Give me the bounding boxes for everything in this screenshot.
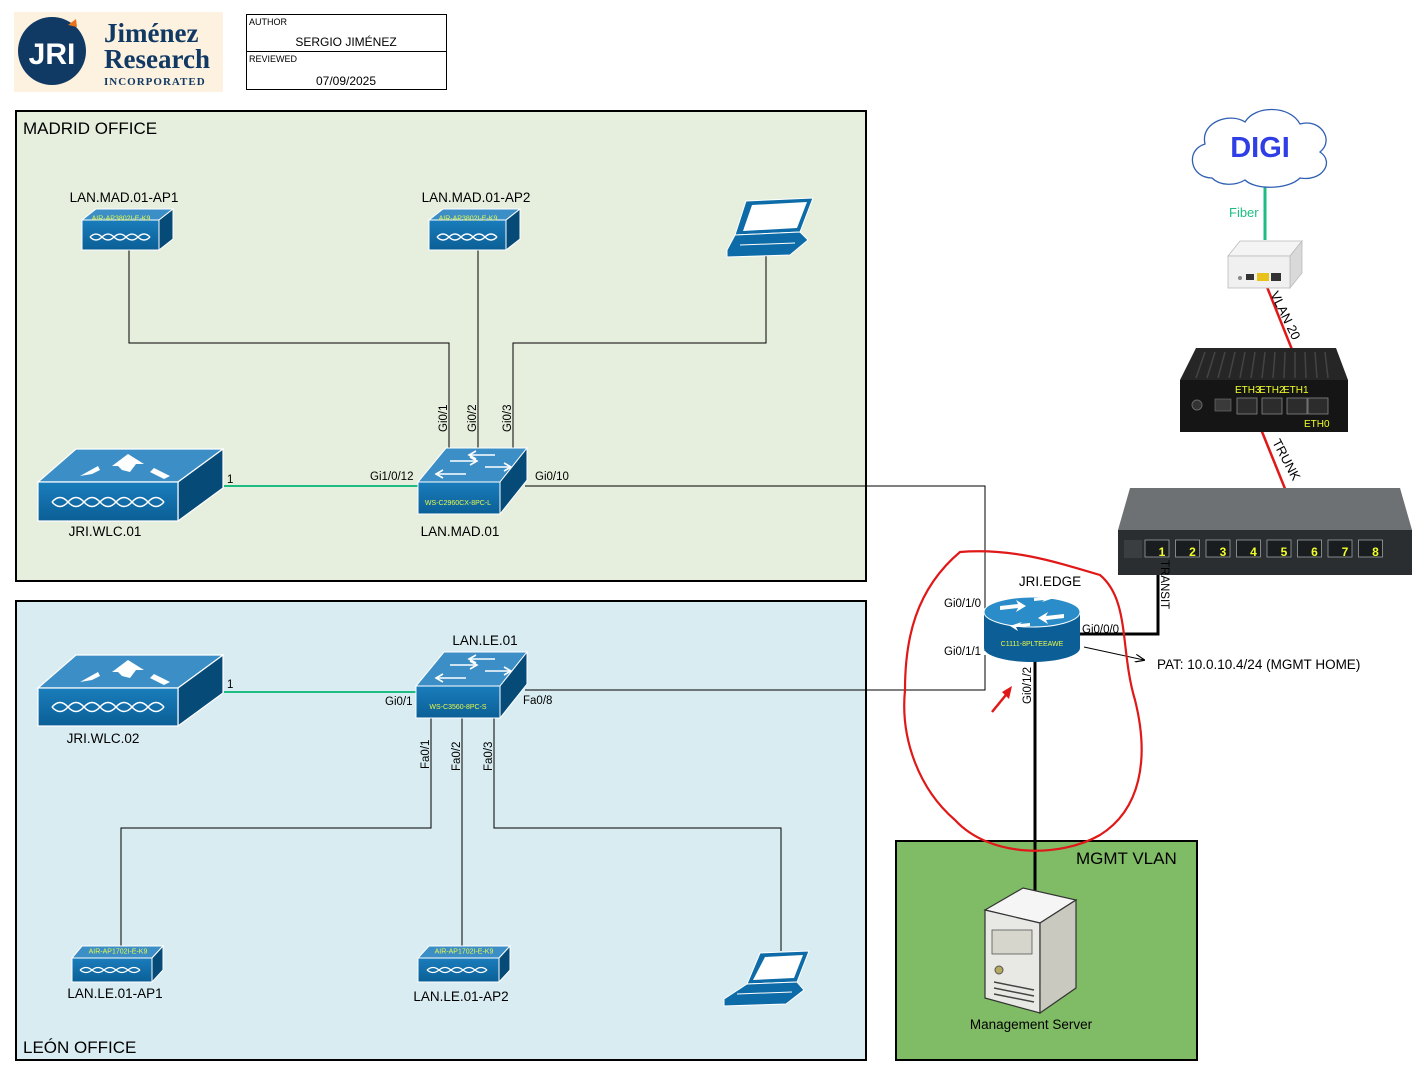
switch-lan-mad-01: WS-C2960CX-8PC-L xyxy=(416,446,529,516)
leon-office-title: LEÓN OFFICE xyxy=(23,1038,136,1057)
switch-port-number: 2 xyxy=(1189,545,1196,559)
eth0-label: ETH0 xyxy=(1304,419,1330,430)
switch-port-3 xyxy=(1205,539,1231,558)
port-gi0-3: Gi0/3 xyxy=(502,405,514,433)
port-gi0-10: Gi0/10 xyxy=(535,471,569,483)
ap-model: AIR-AP1702I-E-K9 xyxy=(435,949,494,956)
switch-lan-le-01: WS-C3560-8PC-S xyxy=(414,650,529,720)
tplink-switch-ports: 1 2 3 4 5 6 7 8 xyxy=(1144,539,1383,559)
ap-model: AIR-AP1702I-E-K9 xyxy=(89,949,148,956)
switch-port-number: 3 xyxy=(1220,545,1227,559)
port-fa0-3: Fa0/3 xyxy=(483,742,495,771)
switch-port-2 xyxy=(1175,539,1200,558)
ap-le-01-label: LAN.LE.01-AP1 xyxy=(67,986,162,1001)
ap-mad-02-label: LAN.MAD.01-AP2 xyxy=(422,190,531,205)
logo-line3: INCORPORATED xyxy=(104,76,206,88)
red-annotation-circle xyxy=(903,550,1143,852)
wave-icon xyxy=(436,233,498,241)
switch-port-1 xyxy=(1144,539,1170,558)
switch-port-8 xyxy=(1358,539,1383,558)
isp-digi-label: DIGI xyxy=(1230,132,1290,164)
ap-le-01: AIR-AP1702I-E-K9 xyxy=(70,944,165,984)
ap-mad-01-label: LAN.MAD.01-AP1 xyxy=(70,190,179,205)
wave-icon xyxy=(51,496,165,508)
switch-port-number: 5 xyxy=(1281,545,1288,559)
port-gi0-0-0: Gi0/0/0 xyxy=(1082,624,1119,636)
fiber-label: Fiber xyxy=(1229,205,1259,220)
ap-le-02: AIR-AP1702I-E-K9 xyxy=(416,944,512,984)
port-gi0-2: Gi0/2 xyxy=(467,405,479,433)
cloud-icon xyxy=(1191,108,1328,188)
mgmt-vlan-title: MGMT VLAN xyxy=(1076,849,1177,868)
madrid-office-title: MADRID OFFICE xyxy=(23,119,157,138)
wlc-02 xyxy=(36,653,225,728)
switch-port-number: 7 xyxy=(1342,545,1349,559)
laptop-icon xyxy=(726,197,814,258)
eth1-label: ETH1 xyxy=(1283,385,1309,396)
port-gi0-1: Gi0/1 xyxy=(385,696,413,708)
switch-port-number: 6 xyxy=(1311,545,1318,559)
logo-badge: JRI xyxy=(29,38,76,71)
wave-icon xyxy=(426,966,488,974)
server-icon xyxy=(983,887,1078,1015)
ap-mad-01: AIR-AP3802I-E-K9 xyxy=(80,207,175,252)
switch-lan-mad-01-label: LAN.MAD.01 xyxy=(421,524,500,539)
port-gi0-1: Gi0/1 xyxy=(438,405,450,433)
wlc-01-port: 1 xyxy=(227,474,233,486)
ap-mad-02: AIR-AP3802I-E-K9 xyxy=(427,207,522,252)
company-logo: JRI Jiménez Research INCORPORATED xyxy=(14,12,223,92)
switch-port-7 xyxy=(1327,539,1353,558)
switch-port-number: 8 xyxy=(1372,545,1379,559)
eth3-label: ETH3 xyxy=(1235,385,1261,396)
wlc-01-label: JRI.WLC.01 xyxy=(69,524,142,539)
switch-port-number: 4 xyxy=(1250,545,1257,559)
port-gi1-0-12: Gi1/0/12 xyxy=(370,471,413,483)
wlc-01 xyxy=(36,447,225,523)
laptop-icon xyxy=(723,950,810,1007)
server-label: Management Server xyxy=(970,1017,1093,1032)
wave-icon xyxy=(79,966,141,974)
transit-label: TRANSIT xyxy=(1158,560,1170,609)
wlc-02-port: 1 xyxy=(227,679,233,691)
port-fa0-2: Fa0/2 xyxy=(451,742,463,771)
port-fa0-8: Fa0/8 xyxy=(523,695,552,707)
ap-model: AIR-AP3802I-E-K9 xyxy=(92,216,151,223)
reviewed-value: 07/09/2025 xyxy=(316,74,376,88)
wlc-02-label: JRI.WLC.02 xyxy=(67,731,140,746)
router-jri-edge-label: JRI.EDGE xyxy=(1019,574,1081,589)
eth2-label: ETH2 xyxy=(1259,385,1285,396)
switch-port-5 xyxy=(1266,539,1292,558)
port-fa0-1: Fa0/1 xyxy=(420,740,432,769)
switch-model: WS-C2960CX-8PC-L xyxy=(425,500,491,507)
title-block: AUTHOR SERGIO JIMÉNEZ REVIEWED 07/09/202… xyxy=(246,14,447,90)
wave-icon xyxy=(89,233,151,241)
firewall-appliance xyxy=(1180,348,1348,432)
port-gi0-1-2: Gi0/1/2 xyxy=(1022,667,1034,704)
switch-port-6 xyxy=(1297,539,1322,558)
switch-port-4 xyxy=(1236,539,1261,558)
port-gi0-1-0: Gi0/1/0 xyxy=(944,598,981,610)
switch-port-number: 1 xyxy=(1159,545,1166,559)
reviewed-label: REVIEWED xyxy=(249,54,298,64)
wave-icon xyxy=(51,701,165,713)
pat-note: PAT: 10.0.10.4/24 (MGMT HOME) xyxy=(1157,657,1360,672)
ap-model: AIR-AP3802I-E-K9 xyxy=(439,216,498,223)
author-label: AUTHOR xyxy=(249,17,288,27)
logo-line2: Research xyxy=(104,44,210,74)
switch-lan-le-01-label: LAN.LE.01 xyxy=(452,633,517,648)
author-value: SERGIO JIMÉNEZ xyxy=(295,34,396,49)
router-jri-edge: C1111-8PLTEEAWE xyxy=(983,593,1081,662)
logo-line1: Jiménez xyxy=(104,18,198,48)
port-gi0-1-1: Gi0/1/1 xyxy=(944,646,981,658)
ap-le-02-label: LAN.LE.01-AP2 xyxy=(413,989,508,1004)
switch-model: WS-C3560-8PC-S xyxy=(429,704,487,711)
router-model: C1111-8PLTEEAWE xyxy=(1001,641,1064,648)
ont-device xyxy=(1227,239,1303,290)
